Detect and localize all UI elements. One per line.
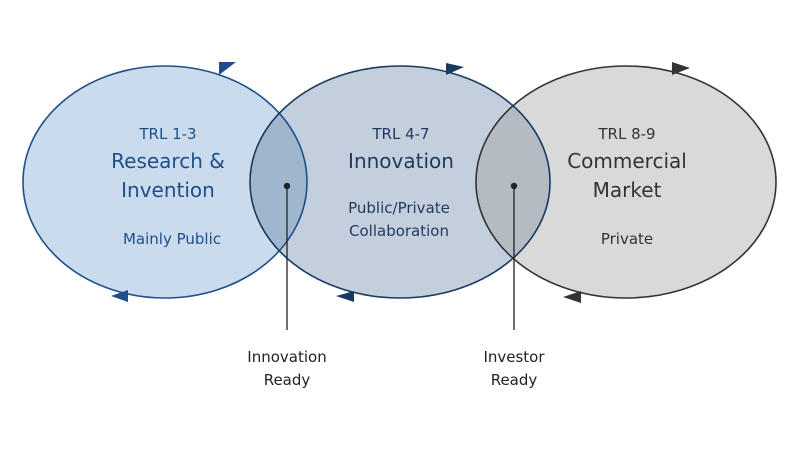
innovation-title: Innovation: [348, 149, 454, 173]
innovation-bottom-cycle-arrow-icon: [336, 291, 354, 302]
innovation-ready-label-line2: Ready: [264, 371, 311, 389]
research-funding-label: Mainly Public: [123, 230, 221, 248]
research-top-cycle-arrow-icon: [219, 62, 236, 75]
market-bottom-cycle-arrow-icon: [563, 291, 581, 303]
innovation-funding-line1: Public/Private: [348, 199, 450, 217]
innovation-circle-outline: [249, 65, 551, 299]
research-title-line2: Invention: [121, 178, 215, 202]
market-trl-label: TRL 8-9: [597, 125, 655, 143]
research-trl-label: TRL 1-3: [138, 125, 196, 143]
market-funding-label: Private: [601, 230, 653, 248]
research-circle-outline: [22, 65, 308, 299]
market-title-line1: Commercial: [567, 149, 687, 173]
research-title-line1: Research &: [111, 149, 225, 173]
research-bottom-cycle-arrow-icon: [111, 290, 128, 302]
research-circle: [23, 66, 307, 298]
investor-ready-label-line1: Investor: [483, 348, 545, 366]
market-title-line2: Market: [593, 178, 662, 202]
innovation-funding-line2: Collaboration: [349, 222, 449, 240]
innovation-top-cycle-arrow-icon: [446, 63, 464, 75]
investor-ready-label-line2: Ready: [491, 371, 538, 389]
market-circle-outline: [475, 65, 777, 299]
innovation-trl-label: TRL 4-7: [371, 125, 429, 143]
innovation-circle: [250, 66, 550, 298]
market-top-cycle-arrow-icon: [672, 62, 690, 75]
market-circle: [476, 66, 776, 298]
innovation-ready-label-line1: Innovation: [247, 348, 326, 366]
